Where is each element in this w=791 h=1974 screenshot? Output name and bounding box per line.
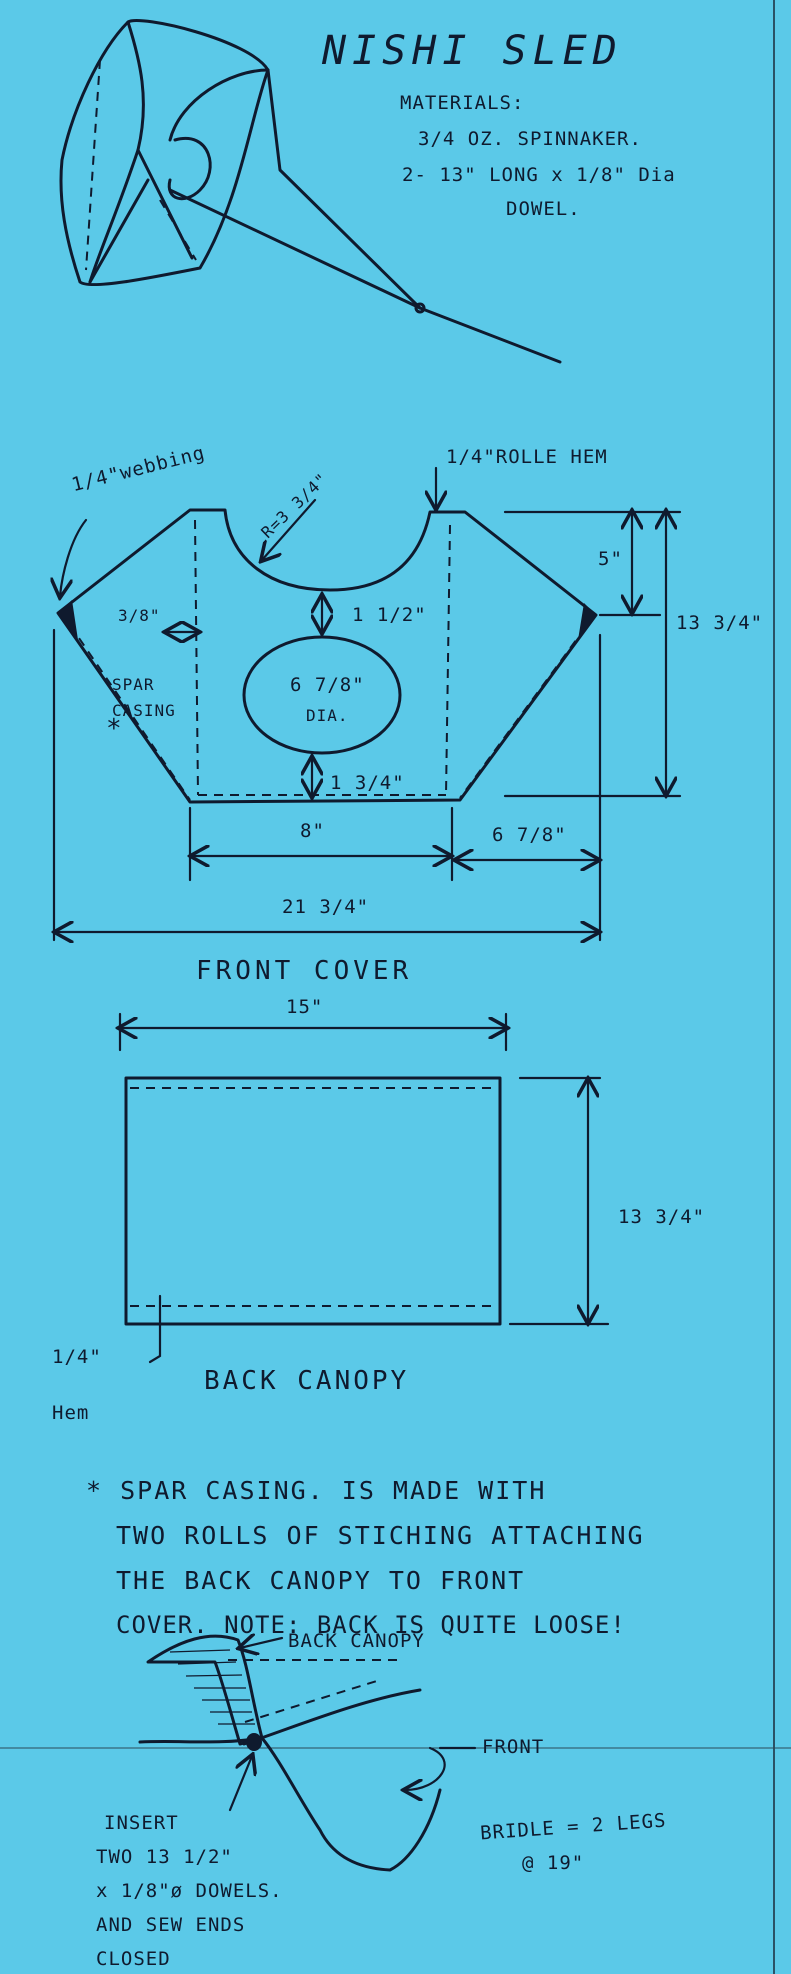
materials-heading: MATERIALS: (400, 92, 525, 114)
detail-back-canopy-label: BACK CANOPY (288, 1630, 425, 1652)
detail-front-label: FRONT (482, 1736, 545, 1758)
spar-detail-drawing (138, 1636, 477, 1872)
hole-diameter-label: 6 7/8" (290, 674, 365, 696)
five-inch-label: 5" (598, 548, 623, 570)
base-width-label: 8" (300, 820, 325, 842)
spar-note-line: THE BACK CANOPY TO FRONT (116, 1566, 526, 1595)
bottom-gap-label: 1 3/4" (330, 772, 405, 794)
canopy-height-label: 13 3/4" (618, 1206, 706, 1228)
height-label: 13 3/4" (676, 612, 764, 634)
neck-dimension-label: 1 1/2" (352, 604, 427, 626)
total-width-label: 21 3/4" (282, 896, 370, 918)
materials-item: 2- 13" LONG x 1/8" Dia (402, 164, 676, 186)
insert-instruction-line: CLOSED (96, 1948, 171, 1970)
spar-note-line: TWO ROLLS OF STICHING ATTACHING (116, 1521, 645, 1550)
spar-note-line: * SPAR CASING. IS MADE WITH (86, 1476, 547, 1505)
bridle-line: @ 19" (522, 1852, 585, 1874)
kite-sketch-icon (59, 19, 562, 364)
insert-instruction-line: TWO 13 1/2" (96, 1846, 233, 1868)
canopy-width-label: 15" (286, 996, 324, 1018)
insert-instruction-line: INSERT (104, 1812, 179, 1834)
front-cover-drawing (54, 466, 682, 940)
materials-item: 3/4 OZ. SPINNAKER. (418, 128, 642, 150)
casing-width-label: 3/8" (118, 606, 161, 625)
page-title: NISHI SLED (322, 28, 623, 74)
spar-note-line: COVER. NOTE: BACK IS QUITE LOOSE! (116, 1611, 626, 1639)
back-canopy-drawing (120, 1012, 610, 1364)
wing-width-label: 6 7/8" (492, 824, 567, 846)
front-cover-caption: FRONT COVER (196, 956, 413, 986)
spar-casing-label: SPAR CASING (112, 675, 176, 720)
hem-word-label: Hem (52, 1402, 90, 1424)
rolle-hem-label: 1/4"ROLLE HEM (446, 446, 608, 468)
insert-instruction-line: AND SEW ENDS (96, 1914, 246, 1936)
hem-label: 1/4" (52, 1346, 102, 1368)
asterisk-mark: * (106, 714, 123, 744)
insert-instruction-line: x 1/8"ø DOWELS. (96, 1880, 283, 1902)
materials-item: DOWEL. (506, 198, 581, 220)
hole-diameter-sub-label: DIA. (306, 706, 349, 725)
back-canopy-caption: BACK CANOPY (204, 1366, 410, 1396)
